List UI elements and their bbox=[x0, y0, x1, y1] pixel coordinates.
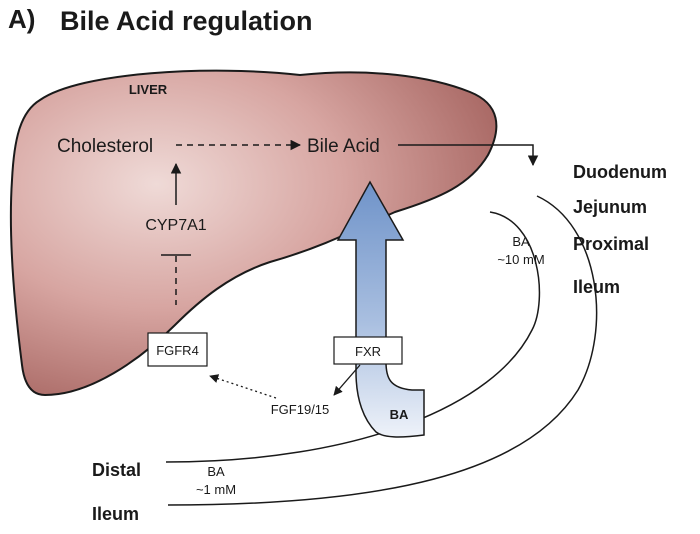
fxr-box bbox=[333, 336, 403, 365]
fxr-to-fgf-arrow bbox=[333, 364, 361, 396]
fgfr4-node: FGFR4 bbox=[156, 343, 199, 358]
cholesterol-node: Cholesterol bbox=[57, 136, 153, 157]
proximal-label: Proximal bbox=[573, 234, 649, 254]
proximal-ba-label: BA bbox=[512, 234, 530, 249]
panel-letter: A) bbox=[8, 4, 35, 34]
intestine-inner-wall bbox=[165, 211, 541, 463]
fxr-node: FXR bbox=[355, 344, 381, 359]
liver-shape bbox=[9, 69, 498, 397]
ileum-upper-label: Ileum bbox=[573, 277, 620, 297]
duodenum-label: Duodenum bbox=[573, 162, 667, 182]
ba-box-label: BA bbox=[390, 407, 409, 422]
fgf-to-fgfr4-arrow bbox=[209, 374, 277, 399]
cyp7a1-node: CYP7A1 bbox=[145, 217, 206, 234]
distal-label: Distal bbox=[92, 460, 141, 480]
jejunum-label: Jejunum bbox=[573, 197, 647, 217]
proximal-ba-value: ~10 mM bbox=[497, 252, 544, 267]
intestine-outer-wall bbox=[167, 195, 598, 506]
page-title: Bile Acid regulation bbox=[60, 6, 313, 36]
liver-label: LIVER bbox=[129, 82, 168, 97]
fgfr4-box bbox=[147, 332, 208, 367]
fgf-node: FGF19/15 bbox=[271, 402, 330, 417]
reabsorption-arrow bbox=[336, 180, 425, 438]
bile-export-arrow bbox=[398, 144, 539, 167]
ileum-lower-label: Ileum bbox=[92, 504, 139, 524]
bile-acid-node: Bile Acid bbox=[307, 136, 380, 157]
distal-ba-label: BA bbox=[207, 464, 225, 479]
distal-ba-value: ~1 mM bbox=[196, 482, 236, 497]
